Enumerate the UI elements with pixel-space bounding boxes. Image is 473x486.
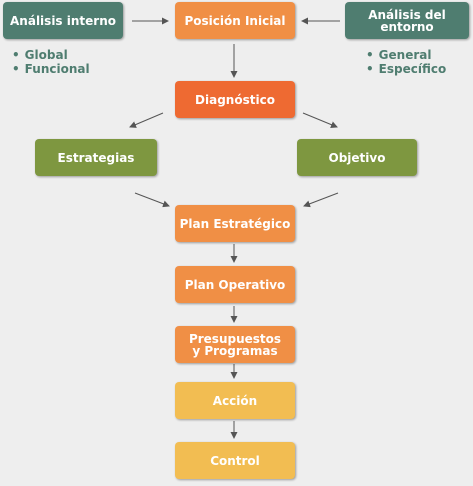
estrategias-label: Estrategias: [57, 150, 135, 165]
list-item: •General: [366, 48, 432, 62]
plan-operativo-label: Plan Operativo: [184, 277, 286, 292]
arrow-diagnostico-to-objetivo: [302, 112, 338, 128]
control-label: Control: [210, 453, 260, 468]
analisis-interno-box: Análisis interno: [3, 2, 123, 39]
bullet-icon: •: [366, 48, 374, 62]
bullet-icon: •: [12, 62, 20, 76]
analisis-interno-list: •Global •Funcional: [12, 48, 90, 76]
presupuestos-box: Presupuestos y Programas: [175, 326, 295, 363]
plan-estrategico-box: Plan Estratégico: [175, 205, 295, 242]
arrow-diagnostico-to-estrategias: [129, 112, 164, 128]
list-item: •Específico: [366, 62, 447, 76]
list-item: •Global: [12, 48, 68, 62]
analisis-entorno-list: •General •Específico: [366, 48, 446, 76]
arrow-estrategias-to-plan: [134, 192, 170, 208]
analisis-interno-label: Análisis interno: [10, 13, 116, 28]
objetivo-label: Objetivo: [328, 150, 386, 165]
plan-operativo-box: Plan Operativo: [175, 266, 295, 303]
analisis-entorno-box: Análisis del entorno: [345, 2, 469, 39]
list-item: •Funcional: [12, 62, 90, 76]
accion-label: Acción: [212, 393, 258, 408]
presupuestos-label-line1: Presupuestos: [188, 331, 282, 346]
bullet-icon: •: [366, 62, 374, 76]
analisis-entorno-label: Análisis del entorno: [368, 7, 446, 34]
diagnostico-box: Diagnóstico: [175, 81, 295, 118]
bullet-icon: •: [12, 48, 20, 62]
control-box: Control: [175, 442, 295, 479]
accion-box: Acción: [175, 382, 295, 419]
posicion-inicial-box: Posición Inicial: [175, 2, 295, 39]
plan-estrategico-label: Plan Estratégico: [179, 216, 291, 231]
posicion-inicial-label: Posición Inicial: [184, 13, 286, 28]
arrow-objetivo-to-plan: [303, 192, 339, 208]
objetivo-box: Objetivo: [297, 139, 417, 176]
estrategias-box: Estrategias: [35, 139, 157, 176]
diagnostico-label: Diagnóstico: [195, 92, 275, 107]
presupuestos-label-line2: y Programas: [192, 343, 278, 358]
